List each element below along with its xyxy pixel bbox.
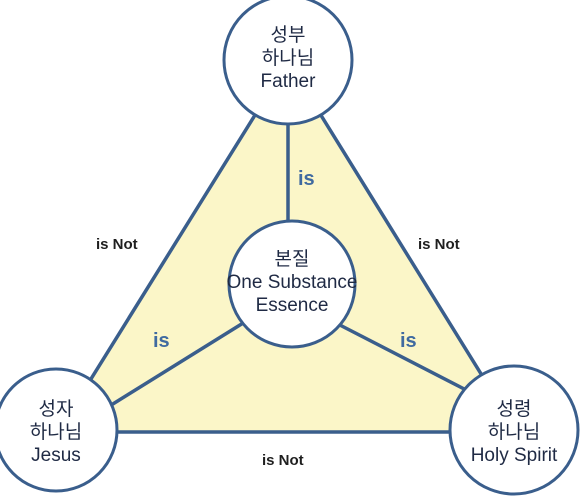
node-circle-spirit <box>448 364 580 496</box>
node-circle-son <box>0 367 119 493</box>
is-not-label-son-spirit: is Not <box>262 452 304 469</box>
essence-english-label: Essence <box>255 295 329 316</box>
essence-subtitle: One Substance <box>226 272 358 293</box>
spirit-korean-name: 성령 <box>496 398 532 420</box>
node-circle-essence <box>227 219 357 349</box>
essence-korean-label: 본질 <box>274 248 310 270</box>
node-essence: 본질 One Substance Essence <box>207 248 377 317</box>
son-korean-title: 하나님 <box>29 421 83 443</box>
node-circle-father <box>222 0 354 126</box>
is-not-label-father-spirit: is Not <box>418 236 460 253</box>
father-korean-name: 성부 <box>270 24 306 46</box>
spirit-korean-title: 하나님 <box>487 421 541 443</box>
father-english-label: Father <box>260 71 316 92</box>
is-label-father: is <box>298 168 315 190</box>
is-label-son: is <box>153 330 170 352</box>
is-label-spirit: is <box>400 330 417 352</box>
spirit-english-label: Holy Spirit <box>470 445 558 466</box>
connector-son-essence <box>99 318 249 414</box>
node-spirit: 성령 하나님 Holy Spirit <box>454 398 574 467</box>
node-son: 성자 하나님 Jesus <box>0 398 116 467</box>
connector-spirit-essence <box>333 320 471 394</box>
is-not-label-father-son: is Not <box>96 236 138 253</box>
son-english-label: Jesus <box>31 445 81 466</box>
father-korean-title: 하나님 <box>261 47 315 69</box>
son-korean-name: 성자 <box>38 398 74 420</box>
node-father: 성부 하나님 Father <box>228 24 348 93</box>
